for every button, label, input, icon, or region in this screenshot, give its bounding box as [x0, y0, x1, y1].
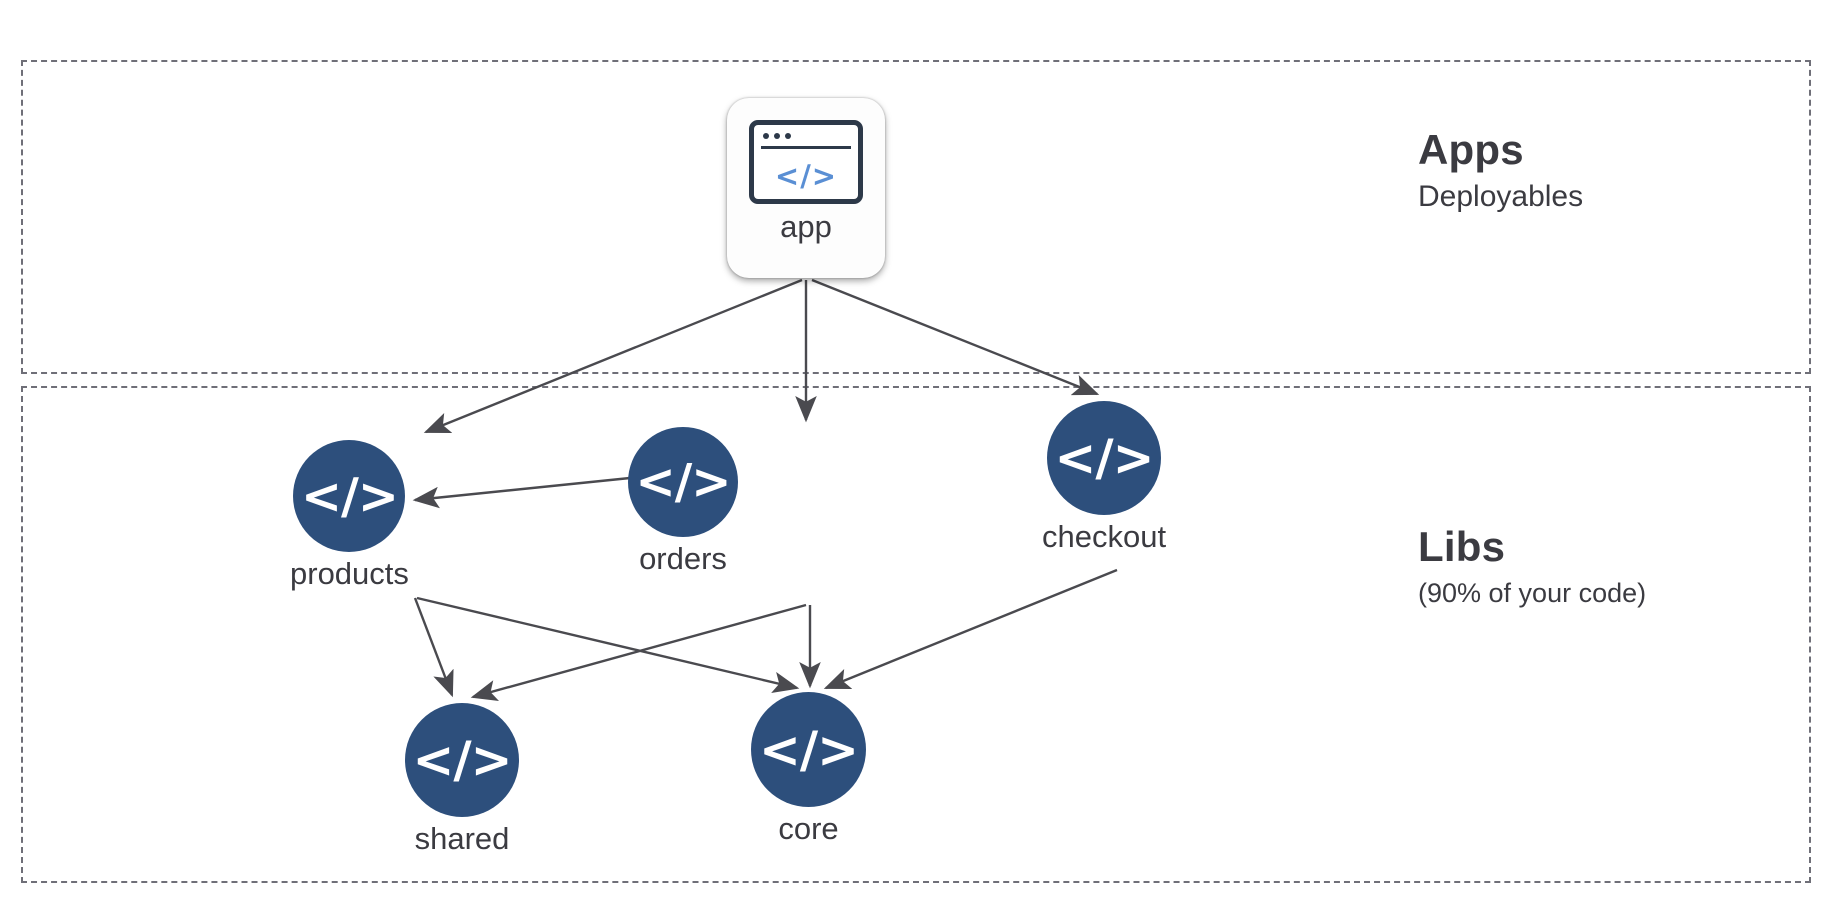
node-orders-label: orders [639, 541, 727, 576]
node-core-label: core [778, 811, 839, 846]
edge-orders-to-shared [470, 603, 807, 702]
zone-libs [21, 386, 1811, 883]
node-core[interactable]: </> core [751, 692, 866, 846]
code-glyph: </> [774, 158, 838, 193]
code-window-icon: </> [749, 120, 863, 204]
window-titlebar-divider [761, 146, 851, 149]
edge-app-to-checkout [811, 278, 1100, 396]
zone-libs-subtitle: (90% of your code) [1418, 577, 1647, 608]
node-shared-label: shared [414, 821, 510, 856]
node-checkout-label: checkout [1042, 519, 1167, 554]
node-app[interactable]: </> app [727, 98, 885, 278]
node-orders[interactable]: </> orders [628, 427, 738, 576]
zone-libs-caption: Libs (90% of your code) [1418, 525, 1646, 610]
zone-apps-title: Apps [1418, 126, 1524, 173]
code-icon: </> [751, 692, 866, 807]
node-shared[interactable]: </> shared [405, 703, 519, 856]
node-products[interactable]: </> products [290, 440, 409, 591]
code-icon: </> [1047, 401, 1162, 515]
zone-apps-caption: Apps Deployables [1418, 128, 1583, 215]
window-dots-icon [763, 133, 791, 139]
edge-products-to-shared [413, 597, 454, 698]
code-icon: </> [405, 703, 519, 817]
zone-apps [21, 60, 1811, 374]
node-products-label: products [290, 556, 409, 591]
edge-checkout-to-core [823, 568, 1118, 690]
node-checkout[interactable]: </> checkout [1042, 401, 1166, 554]
node-app-label: app [780, 209, 832, 244]
edge-orders-to-products [412, 476, 631, 509]
zone-libs-title: Libs [1418, 523, 1506, 570]
zone-apps-subtitle: Deployables [1418, 179, 1584, 213]
code-icon: </> [293, 440, 406, 552]
code-icon: </> [628, 427, 738, 537]
edge-products-to-core [416, 596, 800, 693]
edge-app-to-products [423, 278, 803, 434]
